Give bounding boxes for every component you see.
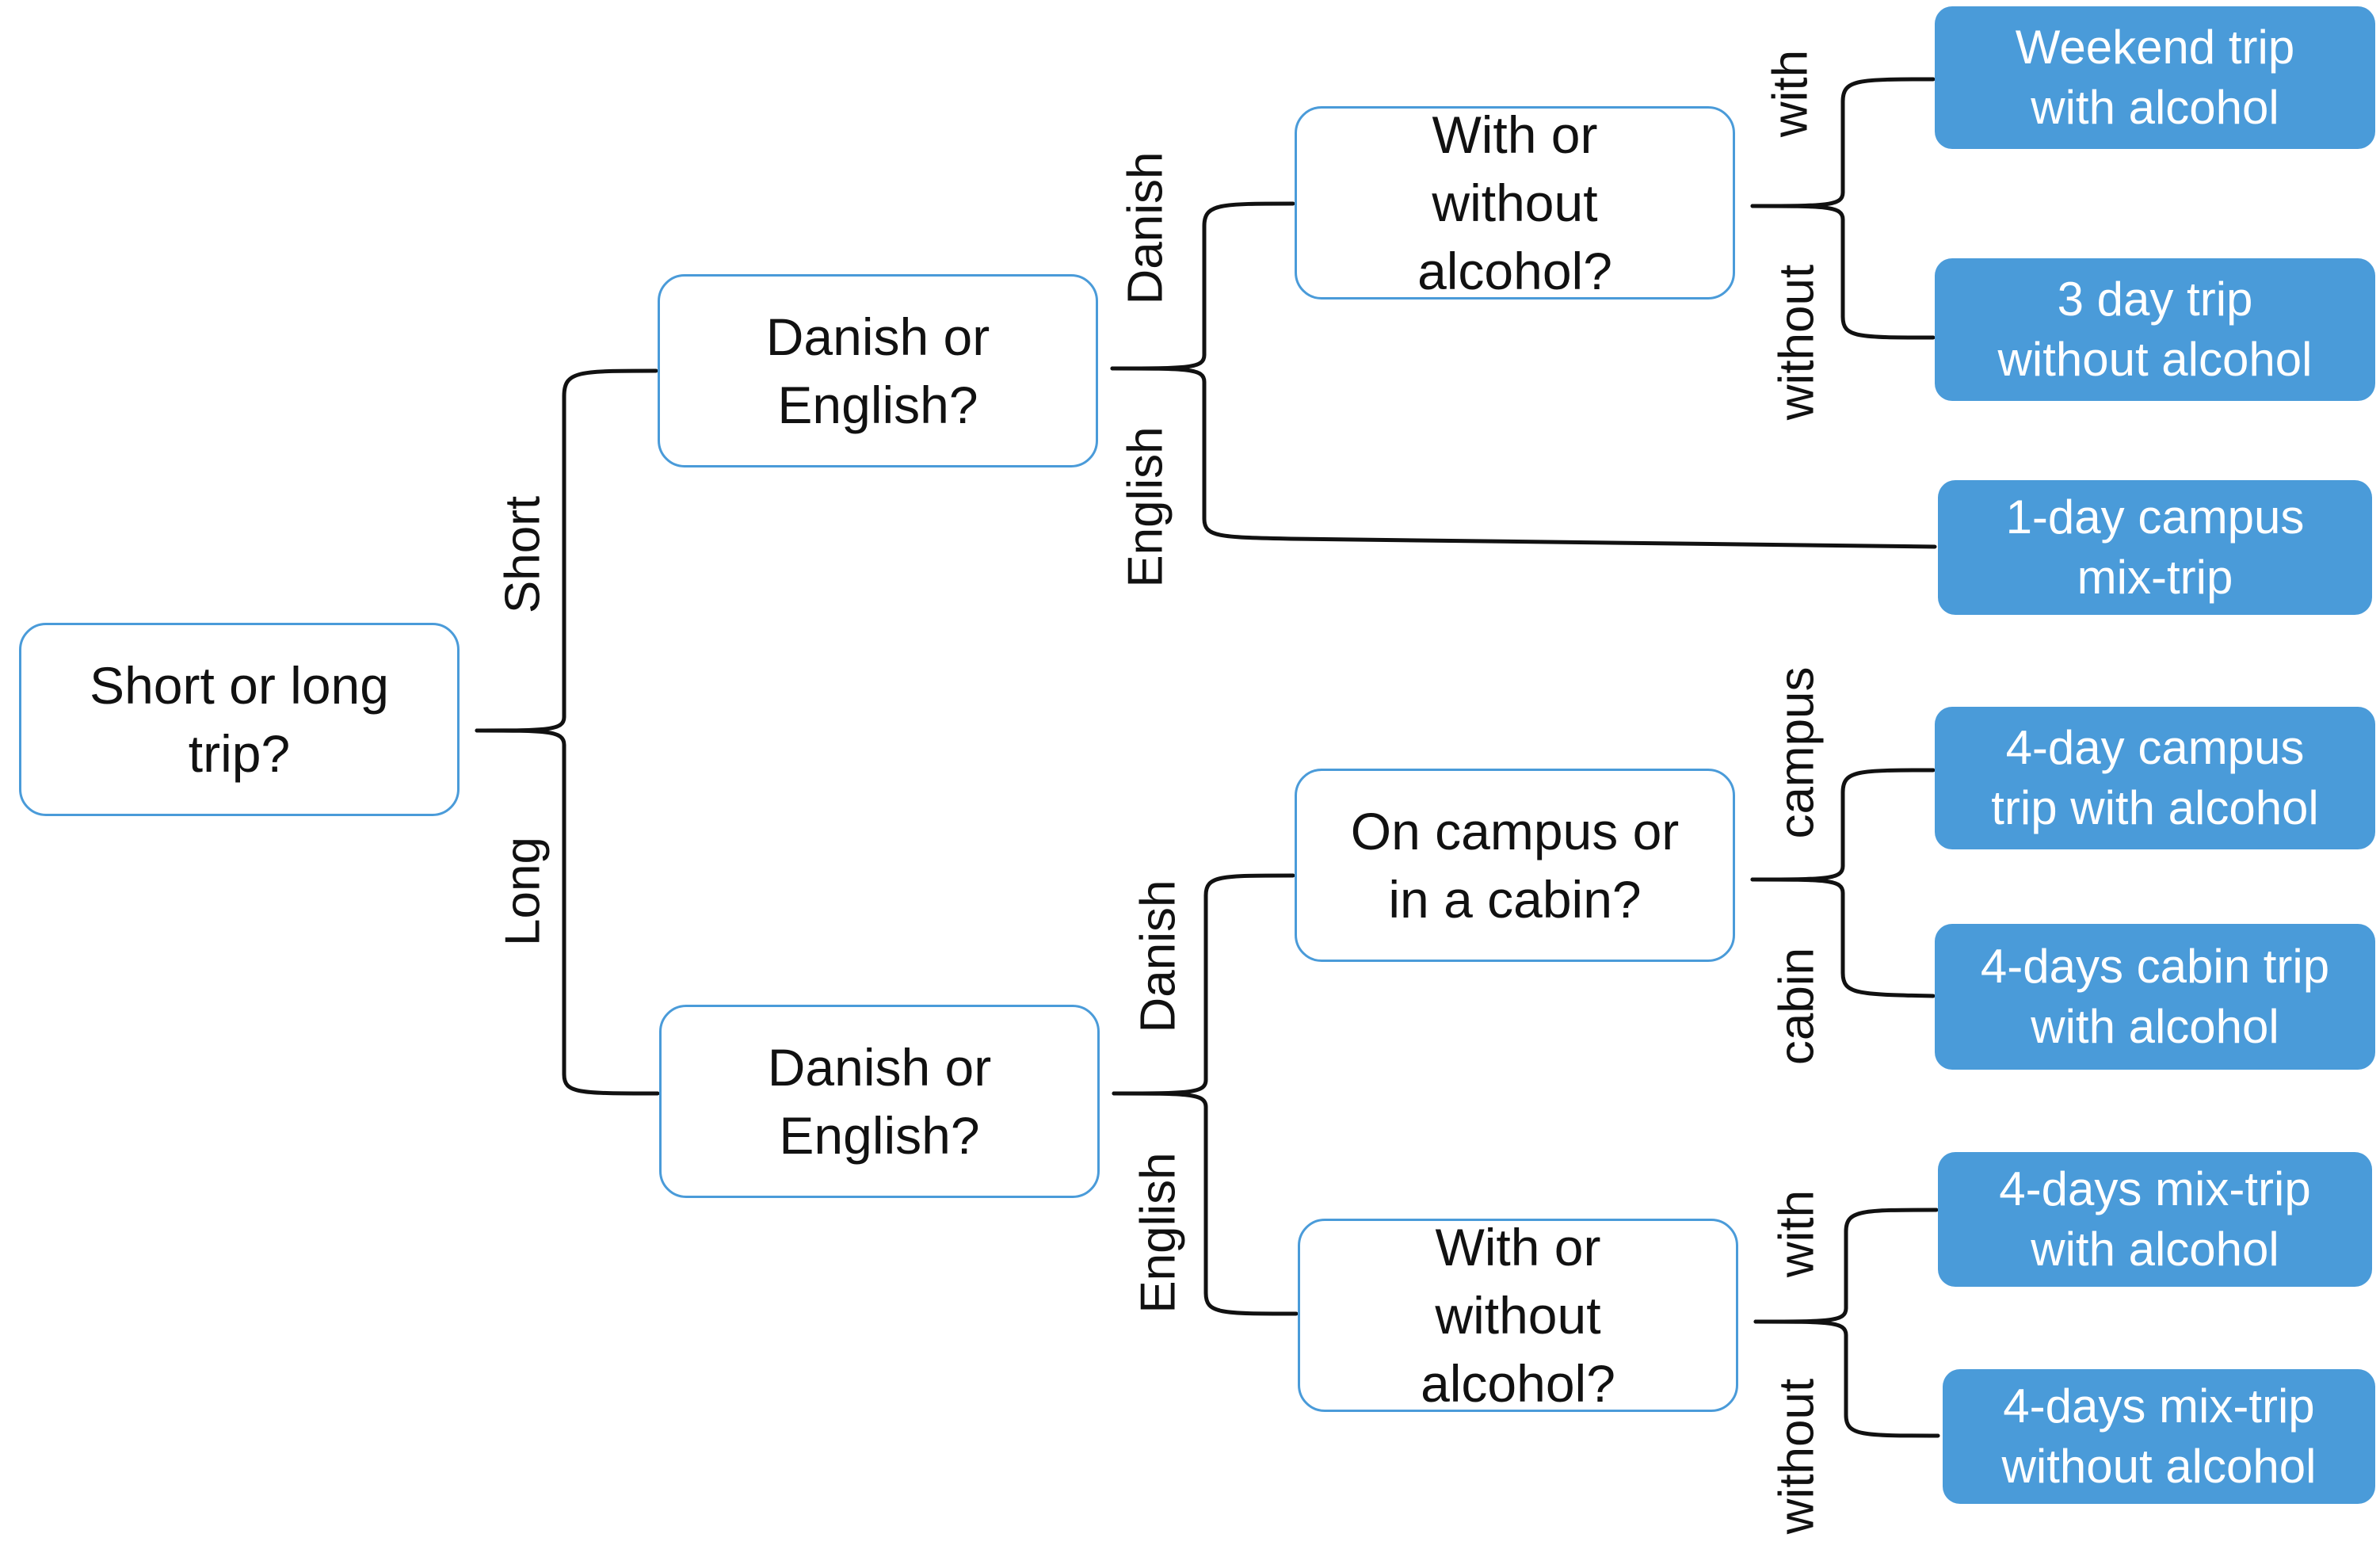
- connector-root-long: [475, 728, 660, 1096]
- language-question-short: Danish or English?: [658, 274, 1098, 467]
- edge-label-short-english: English: [1118, 426, 1173, 588]
- outcome-four-day-cabin: 4-days cabin trip with alcohol: [1935, 924, 2375, 1070]
- outcome-four-day-campus: 4-day campus trip with alcohol: [1935, 707, 2375, 849]
- outcome-weekend-trip: Weekend trip with alcohol: [1935, 6, 2375, 149]
- edge-label-alc1-with: with: [1763, 49, 1818, 138]
- edge-label-long-english: English: [1131, 1152, 1186, 1314]
- root-question-node: Short or long trip?: [19, 623, 460, 816]
- outcome-one-day-campus: 1-day campus mix-trip: [1938, 480, 2372, 615]
- alcohol-question-1: With or without alcohol?: [1295, 105, 1735, 300]
- connector-loc-cabin: [1750, 877, 1936, 998]
- outcome-four-day-mix-with: 4-days mix-trip with alcohol: [1938, 1152, 2372, 1287]
- edge-label-alc1-without: without: [1769, 264, 1825, 421]
- alcohol-question-2: With or without alcohol?: [1298, 1218, 1738, 1413]
- language-question-long: Danish or English?: [659, 1005, 1100, 1198]
- location-question: On campus or in a cabin?: [1295, 769, 1735, 962]
- edge-label-short: Short: [495, 495, 551, 614]
- connector-alc1-without: [1750, 204, 1936, 340]
- connector-short-english: [1110, 366, 1937, 549]
- edge-label-alc2-without: without: [1769, 1378, 1825, 1535]
- edge-label-long: Long: [495, 837, 551, 946]
- connector-alc2-without: [1753, 1319, 1940, 1438]
- edge-label-loc-cabin: cabin: [1769, 947, 1825, 1066]
- edge-label-alc2-with: with: [1769, 1189, 1825, 1278]
- edge-label-loc-campus: campus: [1769, 666, 1825, 839]
- outcome-four-day-mix-without: 4-days mix-trip without alcohol: [1943, 1369, 2375, 1504]
- connector-long-english: [1112, 1091, 1299, 1316]
- edge-label-long-danish: Danish: [1131, 880, 1186, 1033]
- edge-label-short-danish: Danish: [1118, 151, 1173, 305]
- outcome-three-day-trip: 3 day trip without alcohol: [1935, 258, 2375, 401]
